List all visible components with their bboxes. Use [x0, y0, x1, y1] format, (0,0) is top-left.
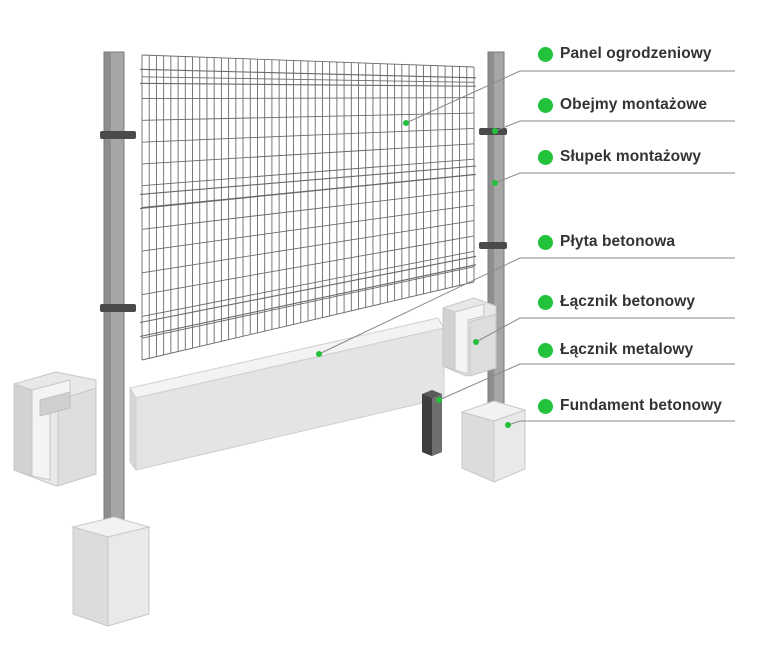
- mesh-wire: [141, 189, 475, 230]
- mesh-bend: [139, 82, 477, 87]
- label-lacznik-betonowy: Łącznik betonowy: [538, 291, 695, 313]
- right-foundation: [460, 400, 527, 483]
- mesh-wire: [141, 158, 475, 187]
- left-clamp-top: [100, 131, 136, 139]
- label-slupek-montazowy: Słupek montażowy: [538, 146, 701, 168]
- left-clamp-bottom: [100, 304, 136, 312]
- mesh-wire: [141, 112, 475, 121]
- concrete-plate: [129, 317, 445, 472]
- label-fundament-betonowy: Fundament betonowy: [538, 395, 722, 417]
- mesh-wire: [141, 220, 475, 274]
- left-post: [100, 51, 136, 541]
- pointer-dot-post: [492, 180, 498, 186]
- mesh-bend: [139, 264, 477, 338]
- right-clamp-bottom: [479, 242, 507, 249]
- label-bullet-icon: [538, 149, 553, 165]
- label-bullet-icon: [538, 97, 553, 113]
- mesh-bend: [139, 255, 477, 324]
- mesh-wire: [141, 281, 475, 361]
- leader-line-post: [494, 172, 735, 184]
- leader-line-panel: [405, 70, 735, 124]
- label-bullet-icon: [538, 46, 553, 62]
- mesh-bend: [139, 68, 477, 79]
- pointer-dot-plate: [316, 351, 322, 357]
- leader-line-concrete-connector: [475, 317, 735, 343]
- leader-line-foundation: [507, 420, 735, 426]
- label-bullet-icon: [538, 234, 553, 250]
- leader-line-clamps: [494, 120, 735, 132]
- pointer-dot-concrete-connector: [473, 339, 479, 345]
- pointer-dot-metal-connector: [436, 397, 442, 403]
- pointer-dot-clamps: [492, 128, 498, 134]
- mesh-wire: [141, 250, 475, 317]
- mesh-wire: [141, 235, 475, 296]
- mesh-wire: [141, 143, 475, 165]
- mesh-wire: [141, 76, 475, 83]
- label-bullet-icon: [538, 342, 553, 358]
- pointer-dot-foundation: [505, 422, 511, 428]
- metal-connector: [422, 390, 442, 456]
- left-concrete-connector: [13, 371, 97, 487]
- mesh-bend: [139, 173, 477, 209]
- leader-line-plate: [318, 257, 735, 355]
- label-bullet-icon: [538, 398, 553, 414]
- leader-line-metal-connector: [438, 363, 735, 401]
- mesh-wire: [141, 97, 475, 100]
- label-plyta-betonowa: Płyta betonowa: [538, 231, 675, 253]
- label-lacznik-metalowy: Łącznik metalowy: [538, 339, 693, 361]
- leader-lines: [316, 70, 735, 428]
- pointer-dot-panel: [403, 120, 409, 126]
- mesh-wire: [141, 54, 475, 68]
- mesh-wire: [141, 266, 475, 339]
- right-concrete-connector: [442, 297, 497, 377]
- label-obejmy-montazowe: Obejmy montażowe: [538, 94, 707, 116]
- left-foundation: [71, 516, 151, 627]
- label-panel-ogrodzeniowy: Panel ogrodzeniowy: [538, 43, 712, 65]
- mesh-wire: [141, 204, 475, 252]
- label-bullet-icon: [538, 294, 553, 310]
- mesh-bend: [139, 165, 477, 195]
- fence-panel-mesh: [139, 54, 477, 361]
- mesh-wire: [141, 127, 475, 143]
